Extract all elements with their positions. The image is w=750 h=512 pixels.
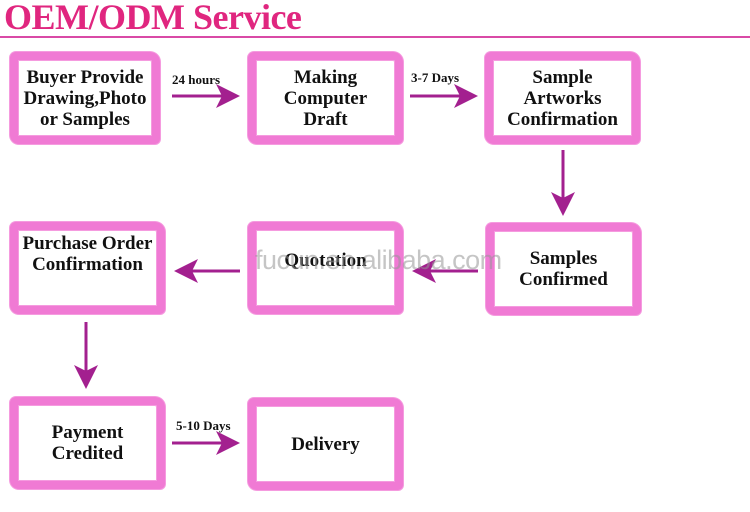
step-payment-credited: Payment Credited bbox=[10, 397, 165, 489]
step-label: Payment Credited bbox=[51, 422, 124, 464]
watermark: fucun.en.alibaba.com bbox=[255, 245, 502, 275]
step-label: Quotation bbox=[284, 249, 367, 271]
step-quotation: Quotation bbox=[248, 222, 403, 314]
step-label: Delivery bbox=[291, 433, 360, 455]
step-buyer-provide: Buyer Provide Drawing,Photo or Samples bbox=[10, 52, 160, 144]
transition-label-24-hours: 24 hours bbox=[172, 72, 221, 87]
step-label: Samples Confirmed bbox=[519, 248, 608, 290]
step-label: Purchase Order Confirmation bbox=[22, 233, 153, 275]
step-label: Making Computer Draft bbox=[283, 66, 368, 130]
step-artworks-confirmation: Sample Artworks Confirmation bbox=[485, 52, 640, 144]
step-making-draft: Making Computer Draft bbox=[248, 52, 403, 144]
step-samples-confirmed: Samples Confirmed bbox=[486, 223, 641, 315]
step-purchase-order: Purchase Order Confirmation bbox=[10, 222, 165, 314]
step-label: Buyer Provide Drawing,Photo or Samples bbox=[23, 66, 147, 130]
transition-label-3-7-days: 3-7 Days bbox=[411, 70, 460, 85]
step-delivery: Delivery bbox=[248, 398, 403, 490]
step-label: Sample Artworks Confirmation bbox=[507, 66, 618, 130]
page-title: OEM/ODM Service bbox=[4, 0, 302, 37]
title-underline bbox=[0, 36, 750, 38]
transition-label-5-10-days: 5-10 Days bbox=[176, 418, 231, 433]
